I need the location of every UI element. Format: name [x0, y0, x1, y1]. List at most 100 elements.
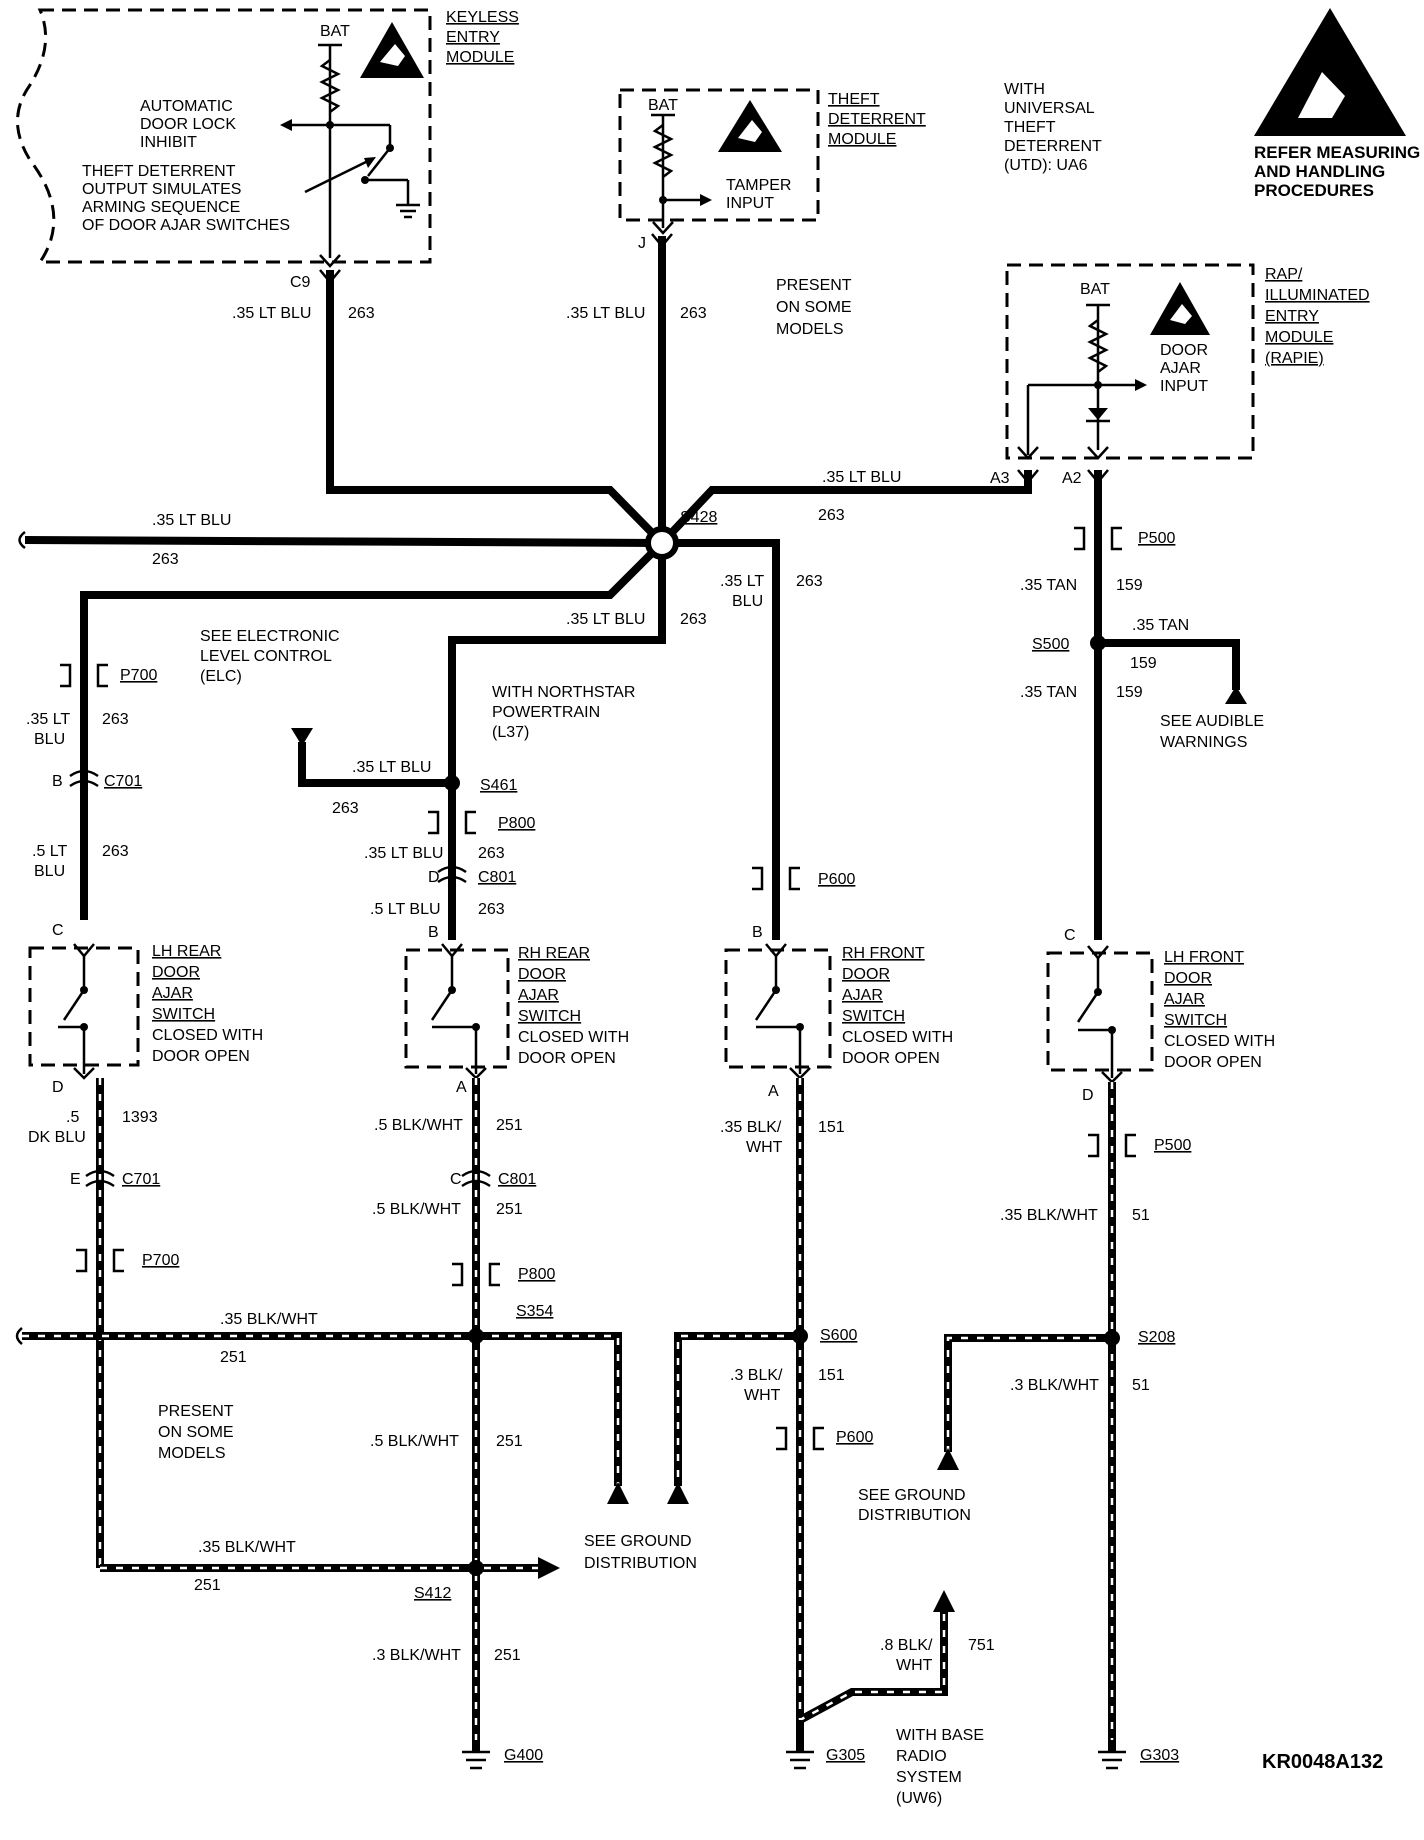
- utd-note-4: DETERRENT: [1004, 138, 1102, 155]
- switch-label: DOOR OPEN: [842, 1050, 940, 1067]
- wire-label: 251: [496, 1201, 523, 1218]
- connector-p500-b: [1088, 1133, 1136, 1158]
- rap-title-4: MODULE: [1265, 329, 1333, 346]
- ground-g400-icon: [462, 1750, 490, 1770]
- connector-label: P800: [518, 1266, 555, 1283]
- refer-note-2: AND HANDLING: [1254, 162, 1385, 181]
- esd-icon: [1150, 282, 1210, 335]
- wire-label: .35 LT: [720, 573, 764, 590]
- splice-s500: S500: [1032, 636, 1069, 653]
- connector-p800-b: [452, 1262, 500, 1287]
- splice-s208: S208: [1138, 1329, 1175, 1346]
- connector-p600-a: [752, 866, 800, 891]
- wire-label: BLU: [732, 593, 763, 610]
- tamper-input-1: TAMPER: [726, 177, 791, 194]
- connector-label: P600: [836, 1429, 873, 1446]
- wire-label: .35 BLK/WHT: [1000, 1207, 1098, 1224]
- pin-e: E: [70, 1171, 81, 1188]
- diagram-code: KR0048A132: [1262, 1751, 1383, 1773]
- ground-label: G303: [1140, 1747, 1179, 1764]
- wire-label: .35 LT BLU: [364, 845, 443, 862]
- connector-label: P600: [818, 871, 855, 888]
- pin-d: D: [52, 1079, 64, 1096]
- northstar-note-2: POWERTRAIN: [492, 704, 600, 721]
- wire-label: 159: [1116, 684, 1143, 701]
- ground-g303-icon: [1098, 1750, 1126, 1770]
- switch-label: AJAR: [1164, 991, 1205, 1008]
- circuit-263: [18, 236, 1247, 940]
- wire-label: .35 LT BLU: [566, 611, 645, 628]
- connector-label: P500: [1138, 530, 1175, 547]
- switch-label: DOOR OPEN: [152, 1048, 250, 1065]
- wire-label: .35 BLK/: [720, 1119, 782, 1136]
- switch-label: CLOSED WITH: [152, 1027, 263, 1044]
- wire-label: .35 TAN: [1020, 577, 1077, 594]
- wire-label: 159: [1130, 655, 1157, 672]
- wire-label: 251: [220, 1349, 247, 1366]
- elc-note-2: LEVEL CONTROL: [200, 648, 332, 665]
- wire-label: 51: [1132, 1377, 1150, 1394]
- ground2-note-1: SEE GROUND: [858, 1487, 966, 1504]
- radio-note-1: WITH BASE: [896, 1727, 984, 1744]
- wire-label: 263: [478, 901, 505, 918]
- esd-warning-icon: [1254, 8, 1406, 136]
- switch-label: LH REAR: [152, 943, 221, 960]
- bat-label: BAT: [648, 97, 678, 114]
- theft-module-title-1: THEFT: [828, 91, 880, 108]
- wire-label: 263: [818, 507, 845, 524]
- connector-p500-a: [1074, 526, 1122, 551]
- pin-c: C: [52, 922, 64, 939]
- audible-note-1: SEE AUDIBLE: [1160, 713, 1264, 730]
- keyless-module-title-2: ENTRY: [446, 29, 500, 46]
- switch-label: DOOR: [152, 964, 200, 981]
- elc-note-1: SEE ELECTRONIC: [200, 628, 340, 645]
- utd-note-3: THEFT: [1004, 119, 1056, 136]
- wire-label: .3 BLK/WHT: [372, 1647, 461, 1664]
- wire-label: 151: [818, 1119, 845, 1136]
- pin-a3: A3: [990, 470, 1010, 487]
- splice-s412: S412: [414, 1585, 451, 1602]
- splice-s461: S461: [480, 777, 517, 794]
- present-note-2: ON SOME: [776, 299, 852, 316]
- wire-label: 263: [680, 611, 707, 628]
- lh-rear-door-ajar-switch: LH REAR DOOR AJAR SWITCH CLOSED WITH DOO…: [28, 943, 263, 1080]
- ground-circuits: [15, 1078, 1120, 1740]
- northstar-note-3: (L37): [492, 724, 529, 741]
- pin-a: A: [768, 1083, 779, 1100]
- wire-label: .3 BLK/WHT: [1010, 1377, 1099, 1394]
- refer-note-3: PROCEDURES: [1254, 181, 1374, 200]
- connector-label: P700: [142, 1252, 179, 1269]
- connector-label: C701: [122, 1171, 160, 1188]
- pin-d: D: [1082, 1087, 1094, 1104]
- switch-label: RH FRONT: [842, 945, 925, 962]
- theft-output-note-2: OUTPUT SIMULATES: [82, 181, 241, 198]
- theft-module-title-3: MODULE: [828, 131, 896, 148]
- splice-s428: S428: [680, 509, 717, 526]
- wire-label: 251: [496, 1433, 523, 1450]
- theft-module-title-2: DETERRENT: [828, 111, 926, 128]
- wire-label: WHT: [896, 1657, 933, 1674]
- wire-label: 251: [496, 1117, 523, 1134]
- wire-label: 263: [102, 843, 129, 860]
- wire-label: 159: [1116, 577, 1143, 594]
- pin-c: C: [450, 1171, 462, 1188]
- auto-lock-note-3: INHIBIT: [140, 134, 197, 151]
- pin-c9: C9: [290, 274, 311, 291]
- wire-label: 151: [818, 1367, 845, 1384]
- switch-label: SWITCH: [152, 1006, 215, 1023]
- connector-label: C801: [498, 1171, 536, 1188]
- wire-label: .35 TAN: [1020, 684, 1077, 701]
- wire-label: .35 LT BLU: [566, 305, 645, 322]
- wire-label: BLU: [34, 863, 65, 880]
- lh-front-door-ajar-switch: LH FRONT DOOR AJAR SWITCH CLOSED WITH DO…: [1046, 945, 1275, 1084]
- connector-label: C701: [104, 773, 142, 790]
- wire-label: .35 LT BLU: [352, 759, 431, 776]
- wire-label: 251: [194, 1577, 221, 1594]
- keyless-module-title-3: MODULE: [446, 49, 514, 66]
- wire-label: 263: [796, 573, 823, 590]
- wire-label: BLU: [34, 731, 65, 748]
- switch-label: SWITCH: [518, 1008, 581, 1025]
- connector-p700-b: [76, 1248, 124, 1273]
- radio-note-3: SYSTEM: [896, 1769, 962, 1786]
